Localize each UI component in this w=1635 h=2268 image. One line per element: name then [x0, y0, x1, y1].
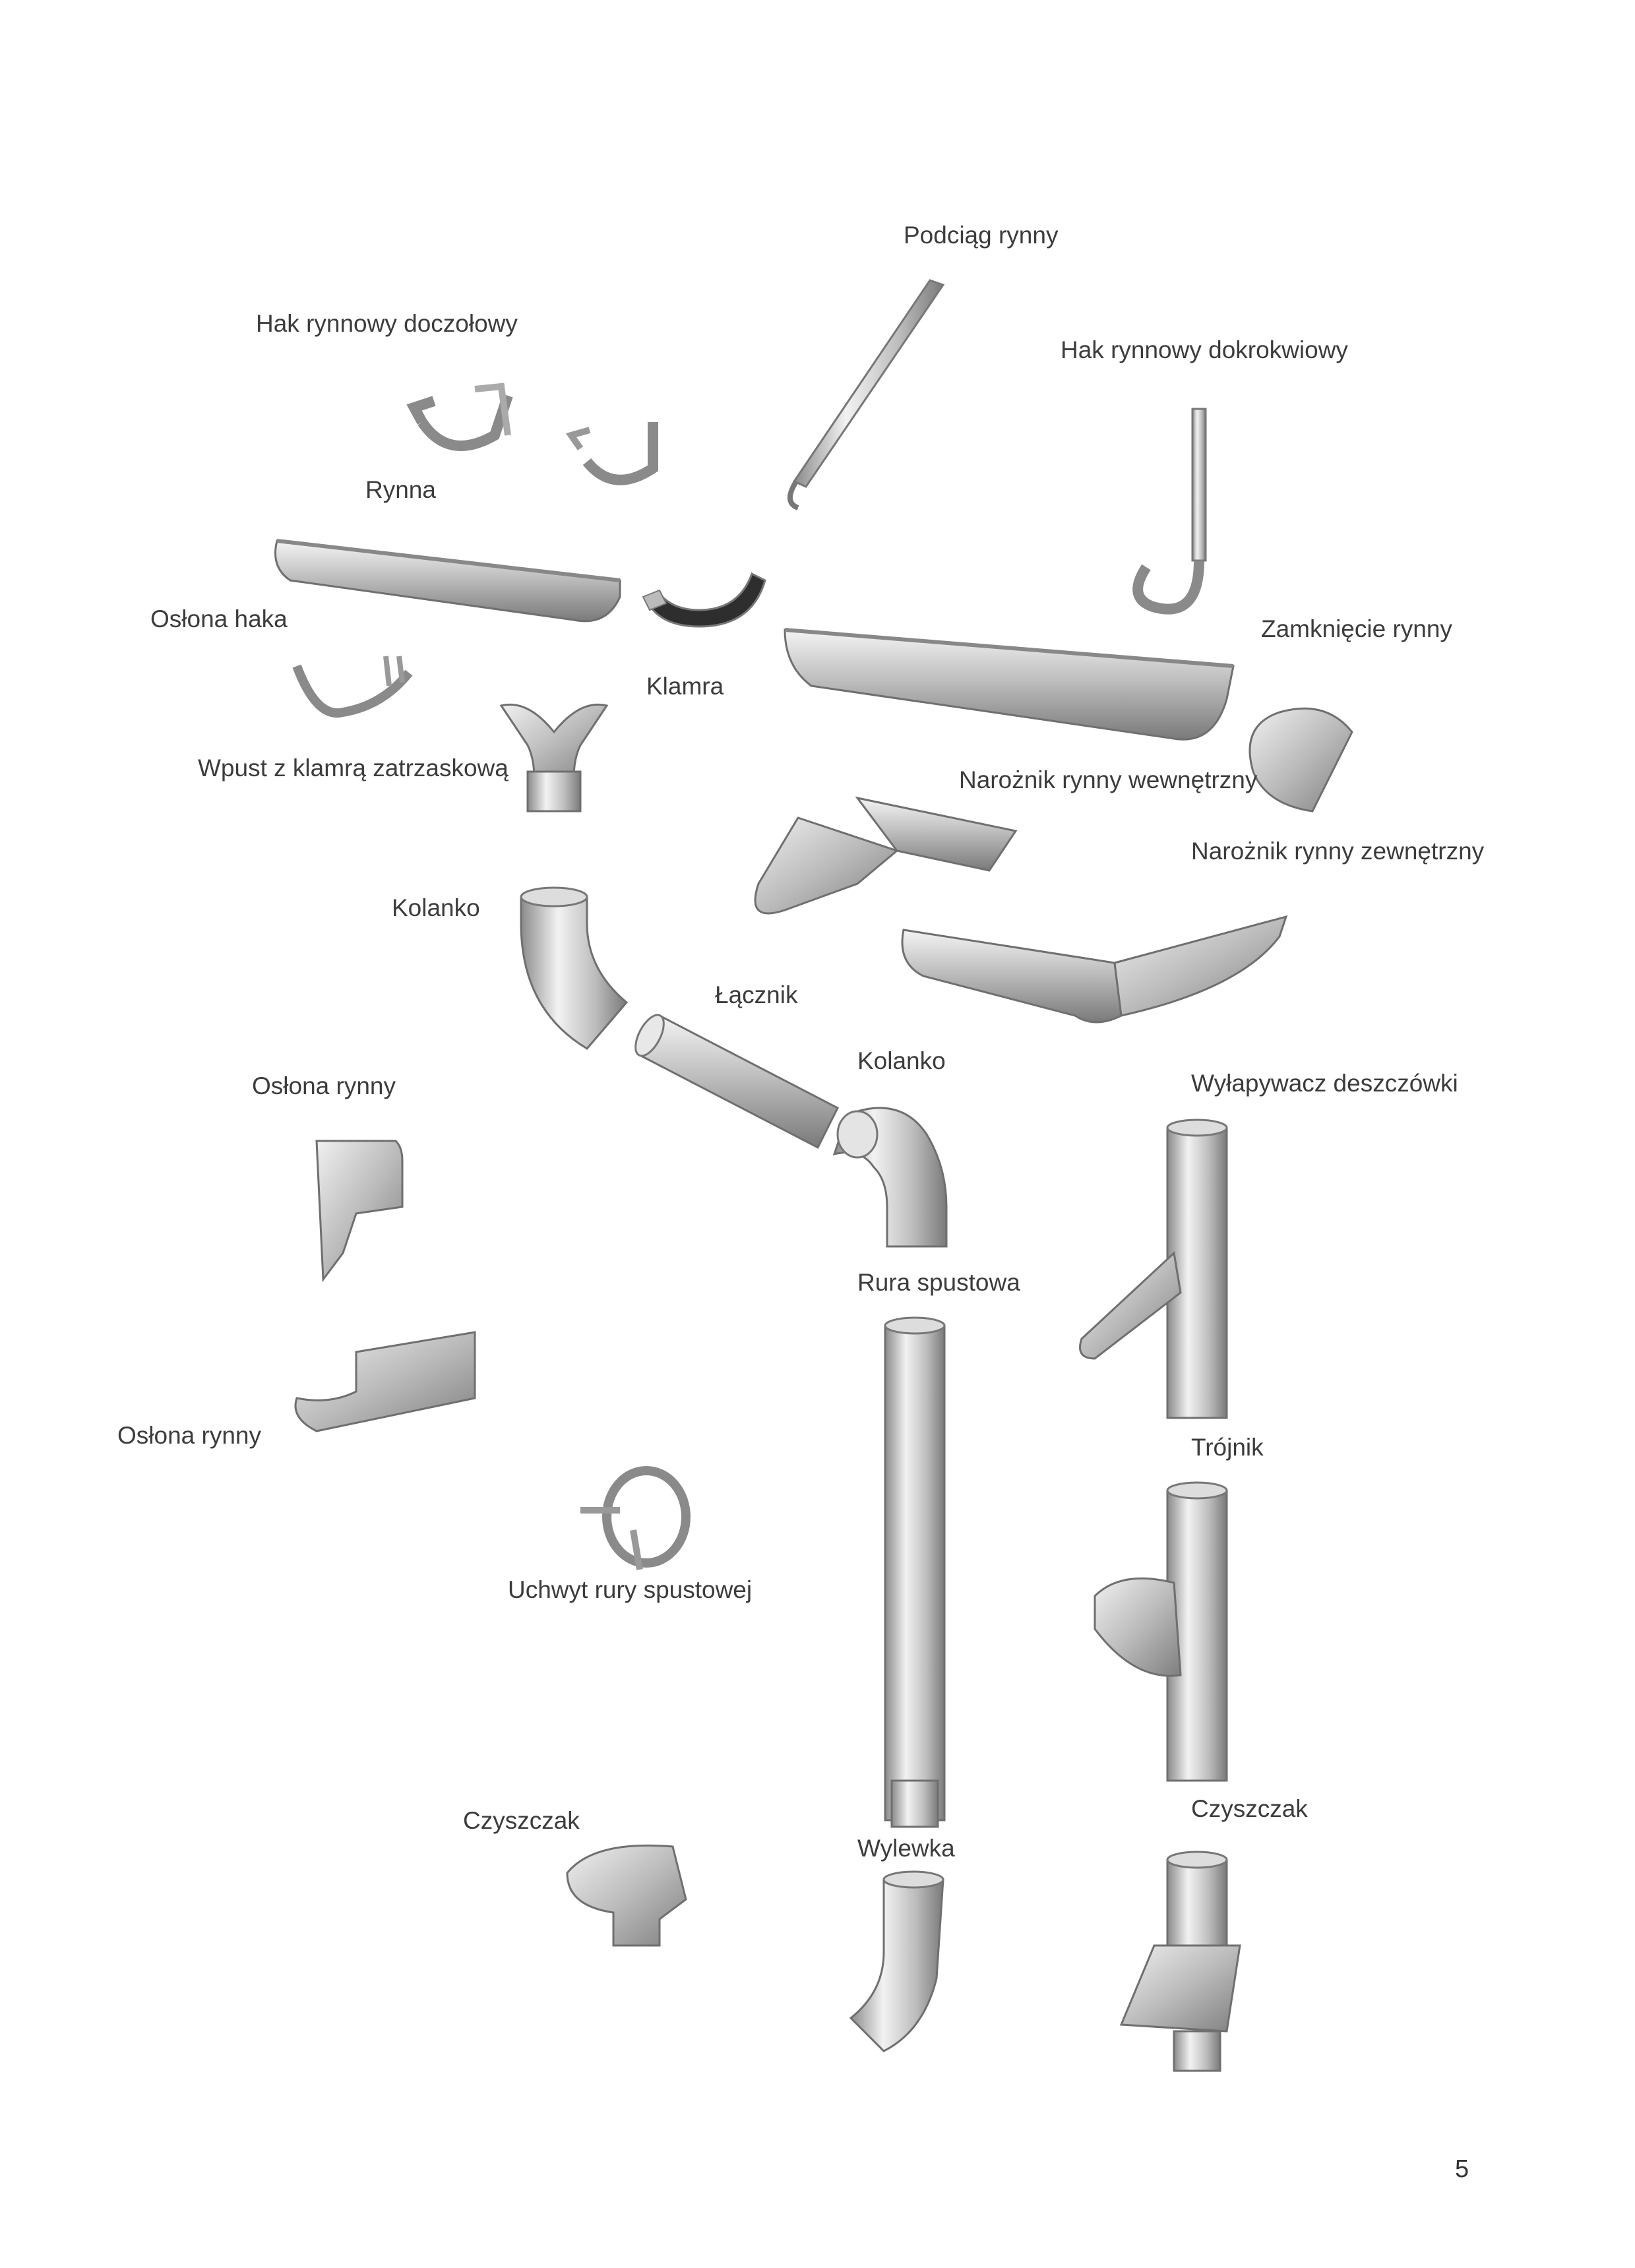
- label-kolanko-upper: Kolanko: [392, 894, 480, 921]
- wylewka-part: [849, 1870, 944, 2052]
- lacznik-part: [634, 1014, 840, 1149]
- wylapywacz-part: [1079, 1119, 1228, 1419]
- label-trojnik: Trójnik: [1191, 1434, 1264, 1461]
- rura-spustowa-part: [884, 1316, 946, 1828]
- rynna-right-part: [784, 628, 1235, 741]
- rynna-part: [274, 539, 621, 623]
- trojnik-part: [1094, 1481, 1228, 1782]
- kolanko-lower-part: [832, 1107, 948, 1248]
- oslona-rynny-upper-part: [315, 1140, 404, 1283]
- label-wpust: Wpust z klamrą zatrzaskową: [198, 754, 509, 782]
- label-oslona-haka: Osłona haka: [150, 605, 288, 632]
- label-podciag-rynny: Podciąg rynny: [904, 222, 1059, 249]
- czyszczak-left-part: [566, 1844, 687, 1947]
- label-naroznik-wewnetrzny: Narożnik rynny wewnętrzny: [959, 766, 1258, 793]
- label-hak-dokrokwiowy: Hak rynnowy dokrokwiowy: [1061, 336, 1348, 363]
- naroznik-zewnetrzny-part: [901, 915, 1288, 1024]
- label-czyszczak-right: Czyszczak: [1191, 1795, 1308, 1822]
- label-oslona-rynny-lower: Osłona rynny: [117, 1422, 261, 1449]
- label-wylapywacz: Wyłapywacz deszczówki: [1191, 1070, 1458, 1097]
- label-lacznik: Łącznik: [715, 981, 798, 1008]
- label-zamkniecie-rynny: Zamknięcie rynny: [1261, 615, 1452, 642]
- oslona-haka-part: [292, 656, 413, 718]
- label-kolanko-lower: Kolanko: [857, 1047, 946, 1074]
- czyszczak-right-part: [1119, 1851, 1241, 2072]
- hak-doczolowy-part: [406, 383, 658, 485]
- wpust-part: [499, 703, 609, 812]
- oslona-rynny-lower-part: [294, 1331, 476, 1432]
- klamra-part: [642, 572, 766, 628]
- label-hak-doczolowy: Hak rynnowy doczołowy: [256, 310, 518, 337]
- label-oslona-rynny-upper: Osłona rynny: [252, 1072, 396, 1099]
- page-number: 5: [1455, 2155, 1469, 2183]
- label-rura-spustowa: Rura spustowa: [857, 1269, 1020, 1296]
- hak-dokrokwiowy-part: [1132, 408, 1207, 615]
- podciag-rynny-part: [787, 279, 945, 510]
- naroznik-wewnetrzny-part: [754, 796, 1018, 915]
- kolanko-upper-part: [520, 886, 629, 1050]
- label-naroznik-zewnetrzny: Narożnik rynny zewnętrzny: [1191, 838, 1485, 865]
- label-rynna: Rynna: [365, 476, 436, 503]
- zamkniecie-rynny-part: [1249, 707, 1353, 812]
- uchwyt-part: [580, 1466, 691, 1570]
- label-uchwyt: Uchwyt rury spustowej: [508, 1576, 753, 1603]
- label-wylewka: Wylewka: [857, 1835, 955, 1862]
- label-klamra: Klamra: [646, 673, 724, 700]
- label-czyszczak-left: Czyszczak: [463, 1807, 580, 1834]
